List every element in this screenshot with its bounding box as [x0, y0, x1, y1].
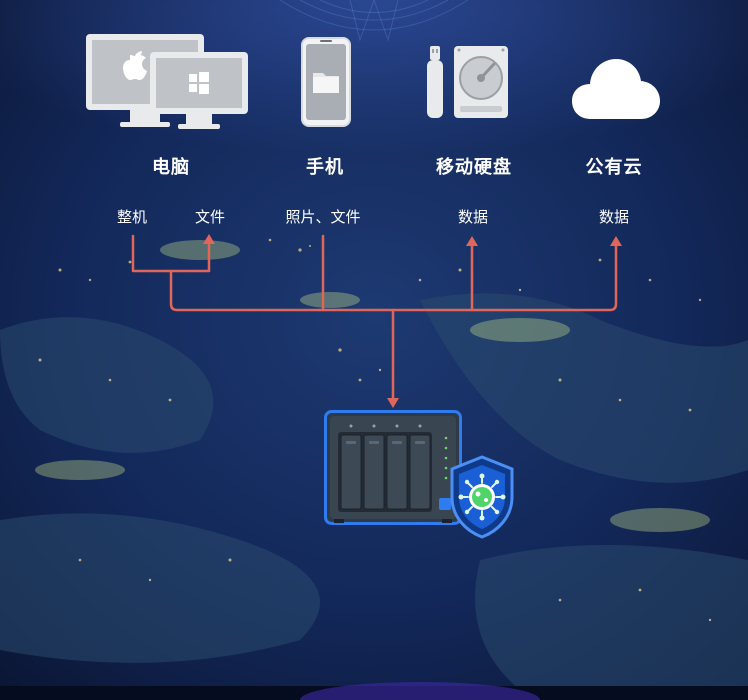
computer-label-whole: 整机	[116, 208, 147, 226]
virus-shield-icon	[450, 455, 514, 539]
nas-icon	[324, 410, 462, 525]
computer-title: 电脑	[152, 157, 190, 178]
arrow-drive	[466, 236, 478, 246]
phone-label: 照片、文件	[285, 208, 361, 226]
bus-line	[169, 240, 618, 312]
drive-label: 数据	[457, 208, 488, 226]
computer-icon	[86, 34, 248, 129]
arrow-nas	[387, 398, 399, 408]
phone-title: 手机	[306, 157, 344, 178]
computer-label-files: 文件	[194, 208, 225, 226]
arrow-cloud	[610, 236, 622, 246]
arrow-computer-files	[203, 234, 215, 244]
cloud-icon	[572, 59, 660, 119]
drive-title: 移动硬盘	[436, 157, 512, 178]
cloud-title: 公有云	[585, 157, 643, 178]
cloud-label: 数据	[598, 208, 629, 226]
phone-icon	[301, 37, 351, 127]
usb-drive-icon	[427, 46, 508, 118]
computer-loop-line	[131, 234, 211, 273]
windows-monitor-icon	[150, 52, 248, 129]
hard-drive-icon	[454, 46, 508, 118]
